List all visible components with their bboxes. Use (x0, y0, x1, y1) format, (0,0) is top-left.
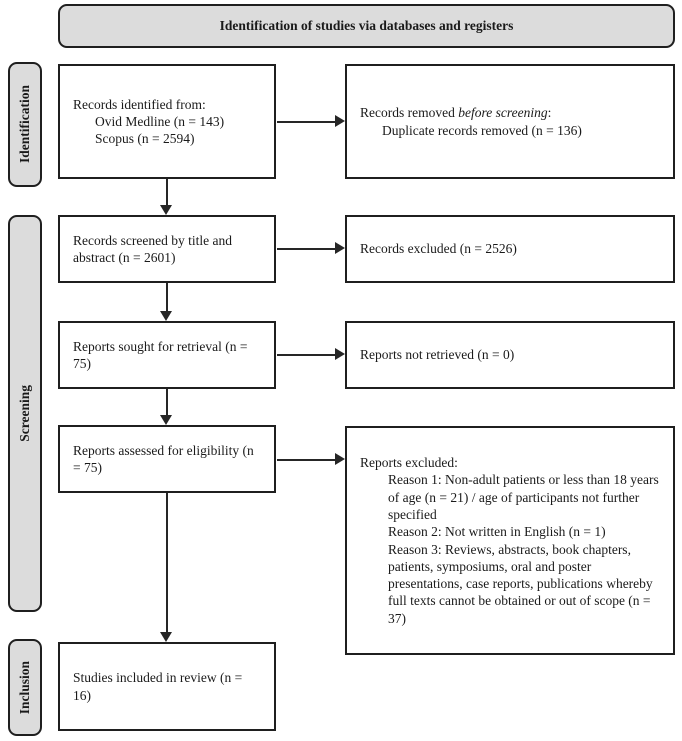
stage-screening-label: Screening (17, 385, 33, 442)
box-records-removed: Records removed before screening: Duplic… (345, 64, 675, 179)
box-records-excluded: Records excluded (n = 2526) (345, 215, 675, 283)
box-reports-excluded: Reports excluded: Reason 1: Non-adult pa… (345, 426, 675, 655)
arrow-down-icon (160, 389, 173, 425)
studies-included-text: Studies included in review (n = 16) (73, 670, 243, 703)
arrow-right-icon (277, 115, 345, 128)
arrow-right-icon (277, 453, 345, 466)
box-reports-not-retrieved: Reports not retrieved (n = 0) (345, 321, 675, 389)
reports-excluded-reason: Reason 1: Non-adult patients or less tha… (388, 472, 659, 522)
records-identified-item: Scopus (n = 2594) (95, 131, 195, 147)
records-removed-suffix: : (547, 105, 552, 121)
stage-screening: Screening (8, 215, 42, 612)
reports-excluded-reason: Reason 2: Not written in English (n = 1) (388, 524, 606, 540)
box-records-identified: Records identified from: Ovid Medline (n… (58, 64, 276, 179)
stage-identification-label: Identification (17, 85, 33, 164)
diagram-title-box: Identification of studies via databases … (58, 4, 675, 48)
records-excluded-text: Records excluded (n = 2526) (360, 241, 517, 257)
records-screened-text: Records screened by title and abstract (… (73, 232, 232, 265)
arrow-down-icon (160, 179, 173, 215)
records-removed-prefix: Records removed (360, 105, 459, 121)
records-removed-title: Records removed before screening: (360, 104, 661, 121)
stage-inclusion-label: Inclusion (17, 660, 33, 715)
reports-not-retrieved-text: Reports not retrieved (n = 0) (360, 347, 515, 363)
records-removed-item: Duplicate records removed (n = 136) (382, 122, 582, 138)
box-reports-assessed: Reports assessed for eligibility (n = 75… (58, 425, 276, 493)
arrow-down-icon (160, 283, 173, 321)
box-reports-sought: Reports sought for retrieval (n = 75) (58, 321, 276, 389)
arrow-right-icon (277, 348, 345, 361)
diagram-title: Identification of studies via databases … (219, 18, 514, 34)
records-identified-item: Ovid Medline (n = 143) (95, 113, 225, 129)
box-records-screened: Records screened by title and abstract (… (58, 215, 276, 283)
arrow-right-icon (277, 242, 345, 255)
reports-assessed-text: Reports assessed for eligibility (n = 75… (73, 442, 254, 475)
reports-excluded-reason: Reason 3: Reviews, abstracts, book chapt… (388, 541, 653, 626)
stage-inclusion: Inclusion (8, 639, 42, 736)
arrow-down-icon (160, 493, 173, 642)
box-studies-included: Studies included in review (n = 16) (58, 642, 276, 731)
stage-identification: Identification (8, 62, 42, 187)
reports-sought-text: Reports sought for retrieval (n = 75) (73, 338, 248, 371)
reports-excluded-title: Reports excluded: (360, 455, 458, 471)
records-removed-emphasis: before screening (458, 105, 548, 121)
records-identified-title: Records identified from: (73, 96, 206, 112)
